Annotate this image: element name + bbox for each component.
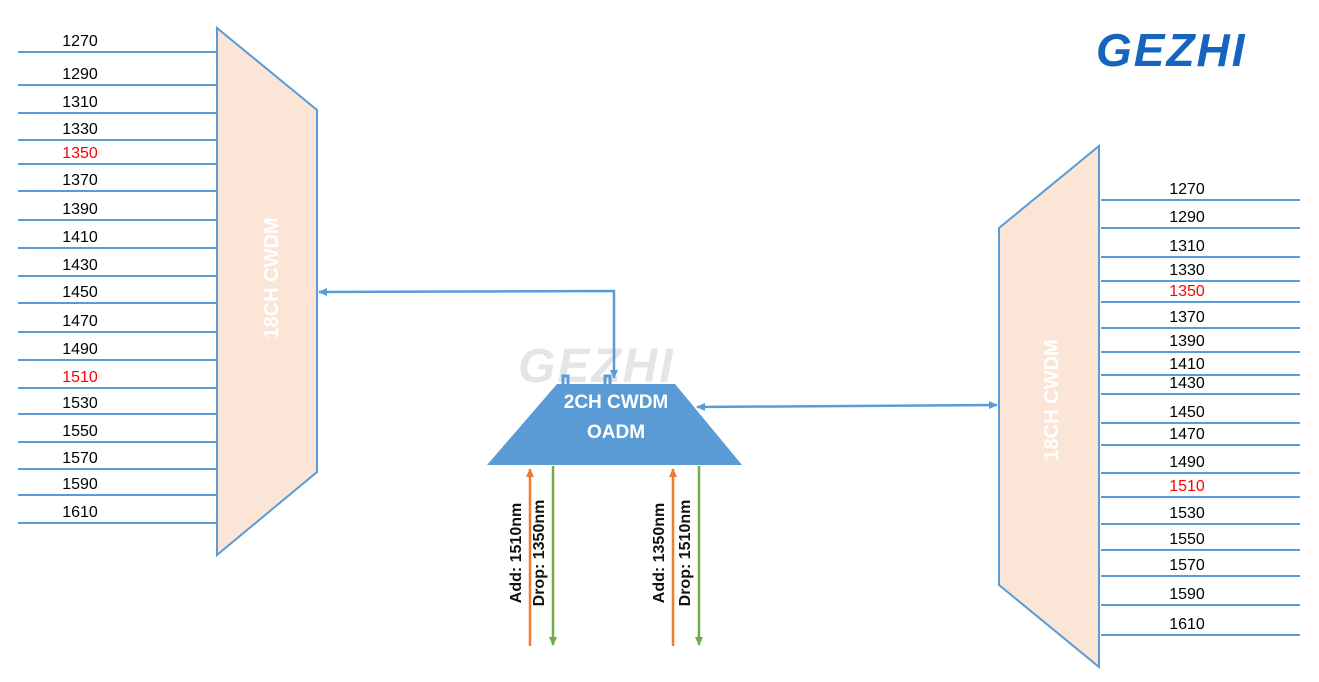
left_mux-channel-label: 1350 bbox=[62, 145, 98, 162]
right_mux-channel-label: 1610 bbox=[1169, 616, 1205, 633]
oadm-port-label: Add: 1510nm bbox=[508, 503, 525, 603]
left_mux-channel-label: 1550 bbox=[62, 423, 98, 440]
right_mux-channel-label: 1330 bbox=[1169, 262, 1205, 279]
right_mux-channel-label: 1350 bbox=[1169, 283, 1205, 300]
left_mux-channel-label: 1490 bbox=[62, 341, 98, 358]
left_mux-channel-label: 1530 bbox=[62, 395, 98, 412]
left-mux: 1270 1290 1310 1330 1350 1370 1390 1410 1430 1450… bbox=[18, 25, 318, 558]
right_mux-channel-label: 1390 bbox=[1169, 333, 1205, 350]
left-mux-body bbox=[216, 25, 318, 558]
right_mux-channel-label: 1310 bbox=[1169, 238, 1205, 255]
left_mux-channel-label: 1470 bbox=[62, 313, 98, 330]
left_mux-channel-label: 1410 bbox=[62, 229, 98, 246]
right_mux-channel-label: 1570 bbox=[1169, 557, 1205, 574]
right_mux-channel-label: 1370 bbox=[1169, 309, 1205, 326]
right_mux-channel-label: 1290 bbox=[1169, 209, 1205, 226]
left_mux-channel-label: 1270 bbox=[62, 33, 98, 50]
right-channel-lines: 1270 1290 1310 1330 1350 1370 1390 1410 1430 1450… bbox=[1101, 181, 1300, 636]
left_mux-channel-label: 1590 bbox=[62, 476, 98, 493]
right-trunk-link bbox=[696, 401, 998, 411]
right-mux: 1270 1290 1310 1330 1350 1370 1390 1410 1430 1450… bbox=[998, 143, 1300, 670]
left_mux-channel-label: 1290 bbox=[62, 66, 98, 83]
gezhi-logo: GEZHI bbox=[1096, 24, 1247, 76]
left_mux-channel-label: 1570 bbox=[62, 450, 98, 467]
right_mux-channel-label: 1550 bbox=[1169, 531, 1205, 548]
left_mux-channel-label: 1510 bbox=[62, 369, 98, 386]
oadm-ports: Add: 1510nm Drop: 1350nm Add: 1350nm Drop: … bbox=[508, 466, 703, 646]
oadm-connector bbox=[561, 374, 612, 384]
oadm-label-line2: OADM bbox=[587, 422, 645, 443]
right_mux-channel-label: 1510 bbox=[1169, 478, 1205, 495]
right_mux-channel-label: 1450 bbox=[1169, 404, 1205, 421]
left_mux-channel-label: 1310 bbox=[62, 94, 98, 111]
left_mux-channel-label: 1430 bbox=[62, 257, 98, 274]
right_mux-channel-label: 1470 bbox=[1169, 426, 1205, 443]
left-channel-lines: 1270 1290 1310 1330 1350 1370 1390 1410 1430 1450… bbox=[18, 33, 217, 524]
oadm-port-label: Drop: 1350nm bbox=[531, 500, 548, 607]
right-mux-body bbox=[998, 143, 1100, 670]
left_mux-channel-label: 1390 bbox=[62, 201, 98, 218]
left_mux-channel-label: 1330 bbox=[62, 121, 98, 138]
right-mux-label: 18CH CWDM bbox=[1041, 339, 1063, 460]
oadm-port-label: Add: 1350nm bbox=[651, 503, 668, 603]
oadm-body bbox=[487, 384, 742, 465]
right_mux-channel-label: 1430 bbox=[1169, 375, 1205, 392]
right_mux-channel-label: 1490 bbox=[1169, 454, 1205, 471]
right_mux-channel-label: 1590 bbox=[1169, 586, 1205, 603]
left_mux-channel-label: 1370 bbox=[62, 172, 98, 189]
right_mux-channel-label: 1270 bbox=[1169, 181, 1205, 198]
right_mux-channel-label: 1530 bbox=[1169, 505, 1205, 522]
right_mux-channel-label: 1410 bbox=[1169, 356, 1205, 373]
left_mux-channel-label: 1610 bbox=[62, 504, 98, 521]
oadm-port-label: Drop: 1510nm bbox=[677, 500, 694, 607]
oadm-label-line1: 2CH CWDM bbox=[564, 392, 669, 413]
oadm: 2CH CWDM OADM bbox=[487, 374, 742, 465]
left_mux-channel-label: 1450 bbox=[62, 284, 98, 301]
left-mux-label: 18CH CWDM bbox=[261, 217, 283, 338]
left-trunk-link bbox=[318, 287, 618, 379]
